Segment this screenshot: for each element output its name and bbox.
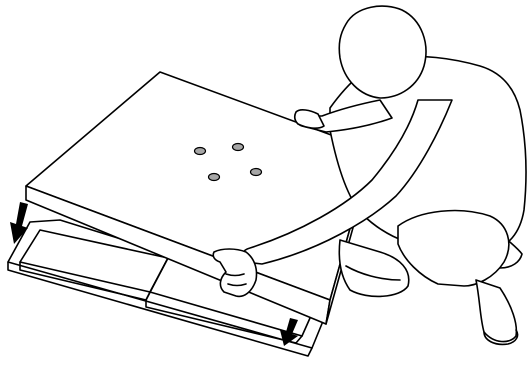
hole-3 [209, 174, 220, 181]
hole-4 [251, 169, 262, 176]
hole-2 [233, 144, 244, 151]
head [339, 6, 426, 98]
hole-1 [195, 148, 206, 155]
